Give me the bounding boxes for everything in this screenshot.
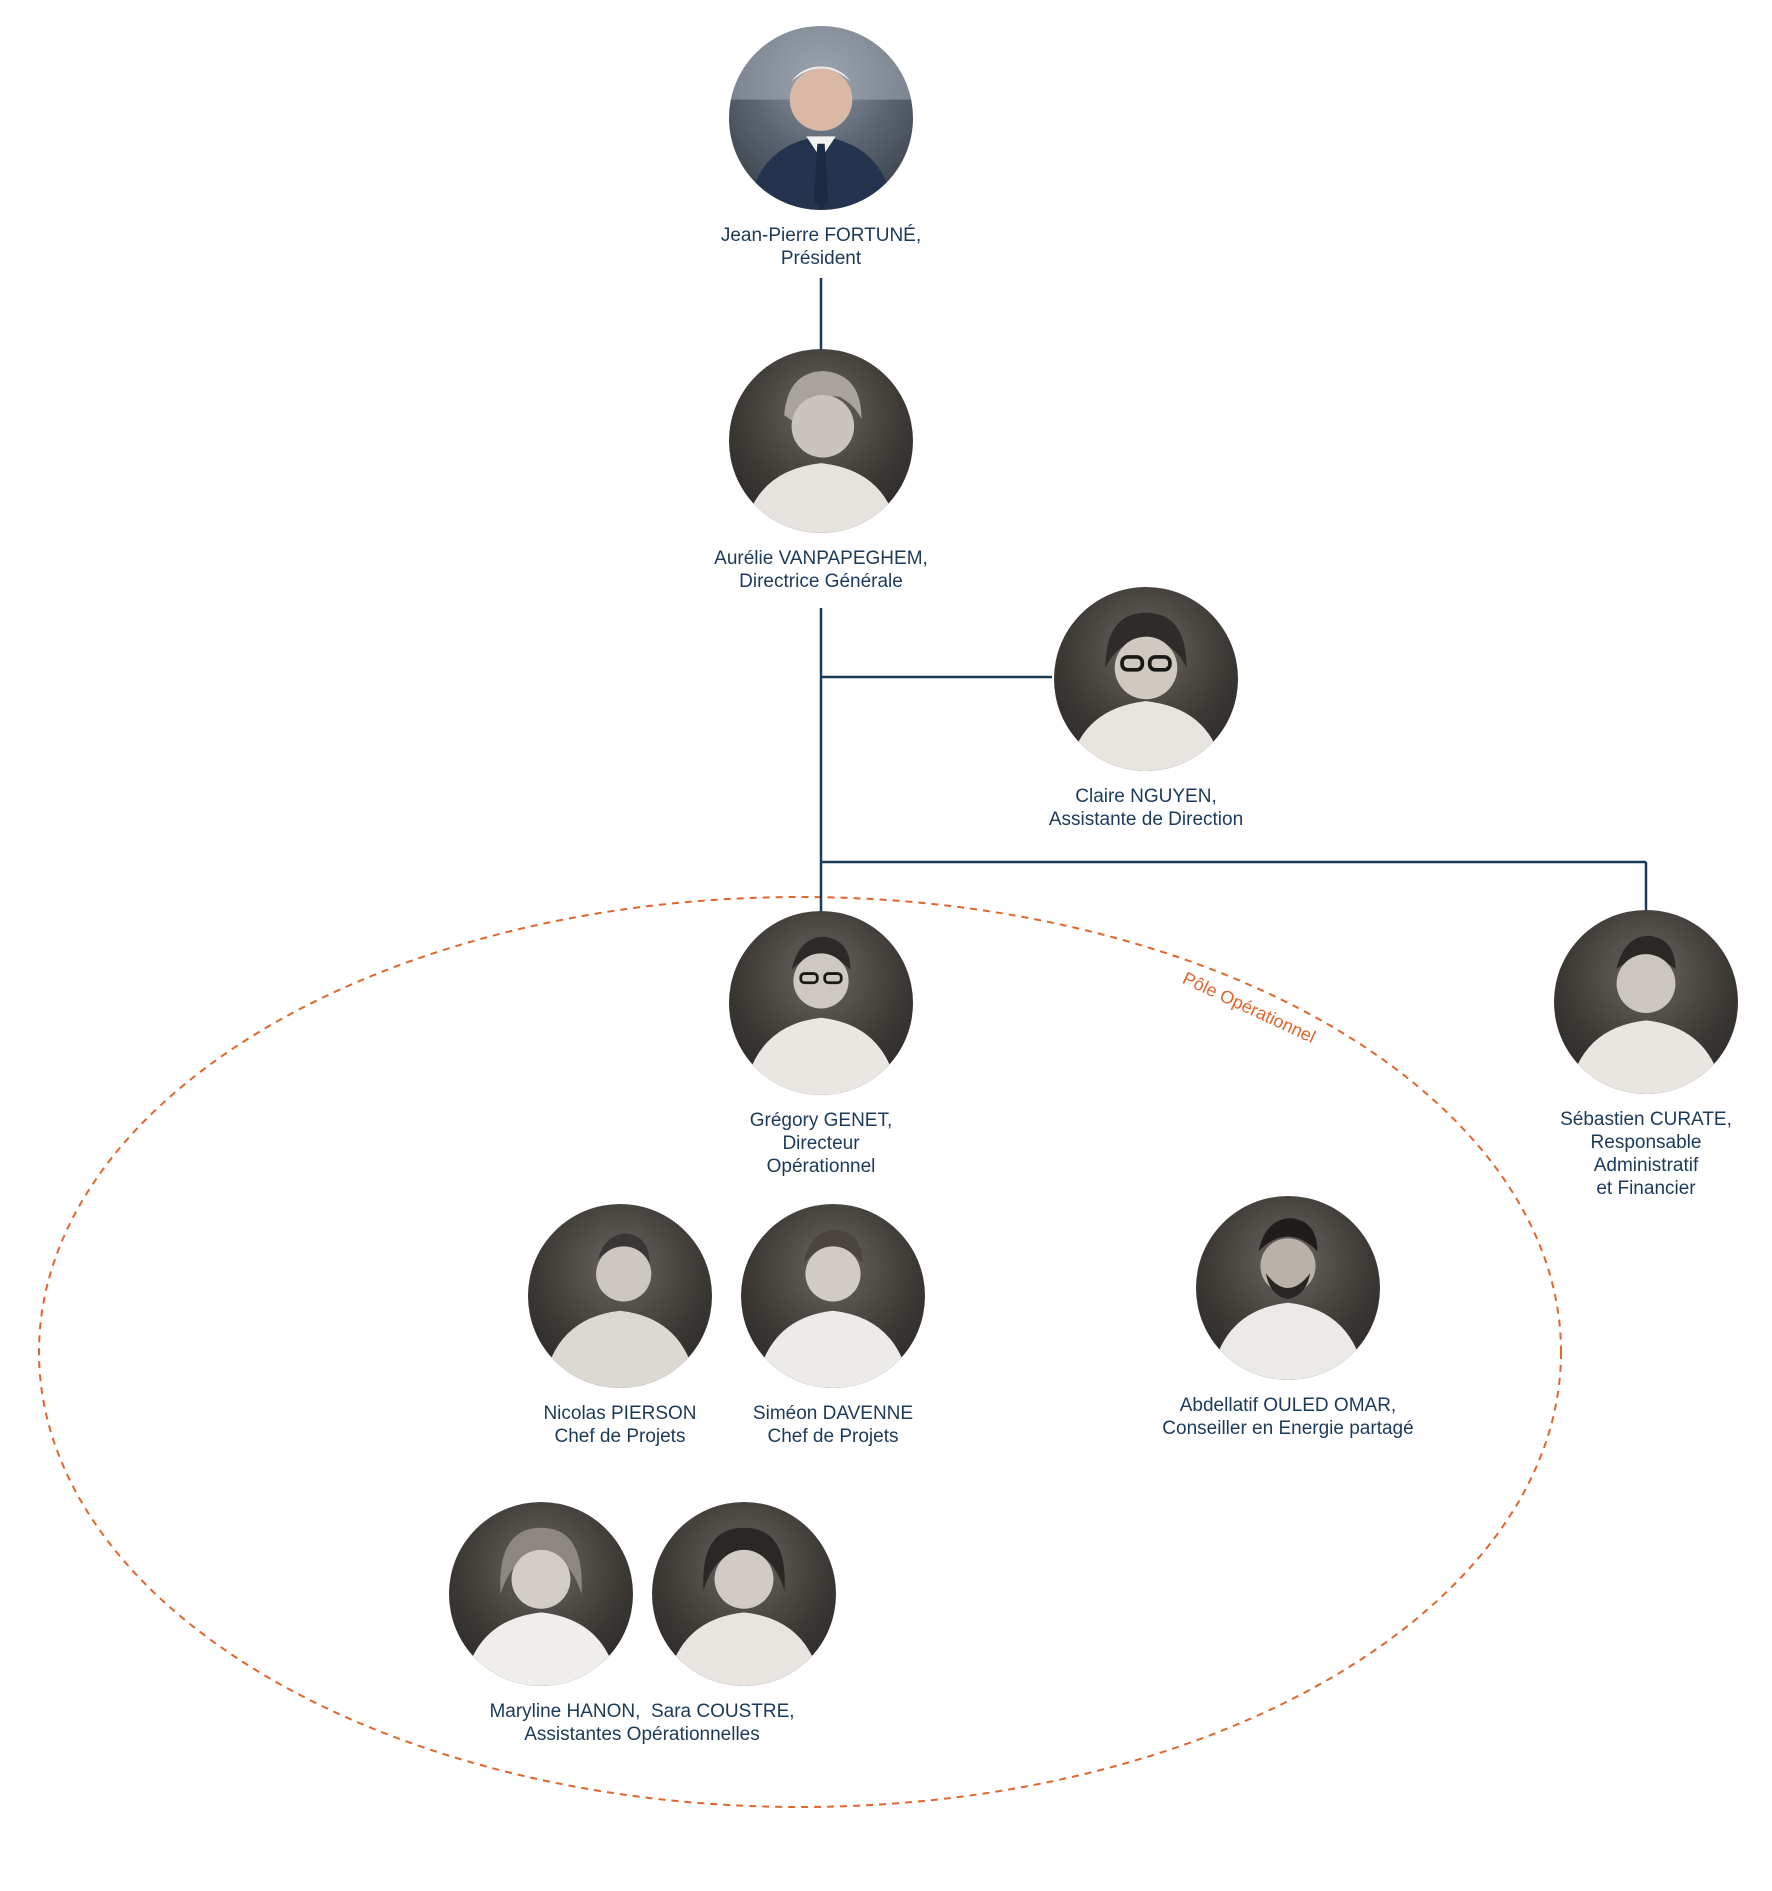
ops-director-role-line2: Opérationnel xyxy=(766,1156,876,1177)
advisor-role: Conseiller en Energie partagé xyxy=(1162,1418,1414,1439)
president-caption: Jean-Pierre FORTUNÉ, Président xyxy=(721,224,921,270)
pm2-photo xyxy=(741,1204,925,1388)
advisor-photo xyxy=(1196,1196,1380,1380)
raf-photo xyxy=(1554,910,1738,1094)
ops-director-role-line1: Directeur xyxy=(782,1133,860,1154)
portrait-icon xyxy=(743,371,899,533)
dg-name: Aurélie VANPAPEGHEM, xyxy=(714,548,928,569)
ops-assistants-names: Maryline HANON, Sara COUSTRE, xyxy=(489,1701,795,1722)
ops-director-photo xyxy=(729,911,913,1095)
ops-director-caption: Grégory GENET, Directeur Opérationnel xyxy=(750,1109,893,1178)
person-president: Jean-Pierre FORTUNÉ, Président xyxy=(667,26,975,270)
portrait-icon xyxy=(1568,935,1724,1094)
ops-assistants-role: Assistantes Opérationnelles xyxy=(524,1724,760,1745)
portrait-icon xyxy=(542,1233,698,1388)
assistant-direction-role: Assistante de Direction xyxy=(1048,809,1244,830)
portrait-icon xyxy=(666,1527,821,1686)
assistant-direction-caption: Claire NGUYEN, Assistante de Direction xyxy=(1049,785,1243,831)
portrait-icon xyxy=(1210,1218,1366,1380)
assistant-direction-photo xyxy=(1054,587,1238,771)
raf-caption: Sébastien CURATE, Responsable Administra… xyxy=(1560,1108,1732,1200)
pm2-caption: Siméon DAVENNE Chef de Projets xyxy=(753,1402,913,1448)
pole-operationnel-outline xyxy=(38,896,1562,1808)
portrait-icon xyxy=(743,936,899,1095)
dg-photo xyxy=(729,349,913,533)
president-role: Président xyxy=(780,248,862,269)
pm1-name: Nicolas PIERSON xyxy=(543,1403,697,1424)
ops-director-name: Grégory GENET, xyxy=(749,1110,893,1131)
raf-role-line3: et Financier xyxy=(1596,1178,1696,1199)
raf-role-line2: Administratif xyxy=(1593,1155,1699,1176)
portrait-icon xyxy=(463,1527,618,1686)
person-dg: Aurélie VANPAPEGHEM, Directrice Générale xyxy=(667,349,975,593)
person-ops-assistants: Maryline HANON, Sara COUSTRE, Assistante… xyxy=(422,1502,862,1746)
portrait-icon xyxy=(755,1229,911,1388)
president-name: Jean-Pierre FORTUNÉ, xyxy=(720,225,922,246)
person-raf: Sébastien CURATE, Responsable Administra… xyxy=(1536,910,1756,1200)
dg-caption: Aurélie VANPAPEGHEM, Directrice Générale xyxy=(714,547,928,593)
advisor-caption: Abdellatif OULED OMAR, Conseiller en Ene… xyxy=(1162,1394,1413,1440)
person-pm2: Siméon DAVENNE Chef de Projets xyxy=(723,1204,943,1448)
raf-role-line1: Responsable xyxy=(1590,1132,1702,1153)
ops-assistant-1-photo xyxy=(448,1502,633,1686)
pm1-photo xyxy=(528,1204,712,1388)
pm2-name: Siméon DAVENNE xyxy=(752,1403,914,1424)
person-advisor: Abdellatif OULED OMAR, Conseiller en Ene… xyxy=(1128,1196,1448,1440)
ops-assistant-2-photo xyxy=(651,1502,836,1686)
pm1-role: Chef de Projets xyxy=(554,1426,686,1447)
ops-assistants-photos xyxy=(448,1502,836,1686)
person-pm1: Nicolas PIERSON Chef de Projets xyxy=(510,1204,730,1448)
advisor-name: Abdellatif OULED OMAR, xyxy=(1179,1395,1397,1416)
dg-role: Directrice Générale xyxy=(739,571,903,592)
pm2-role: Chef de Projets xyxy=(767,1426,899,1447)
pm1-caption: Nicolas PIERSON Chef de Projets xyxy=(543,1402,696,1448)
ops-assistants-caption: Maryline HANON, Sara COUSTRE, Assistante… xyxy=(489,1700,794,1746)
raf-name: Sébastien CURATE, xyxy=(1560,1109,1732,1130)
portrait-icon xyxy=(729,26,913,210)
person-ops-director: Grégory GENET, Directeur Opérationnel xyxy=(667,911,975,1178)
assistant-direction-name: Claire NGUYEN, xyxy=(1075,786,1217,807)
portrait-icon xyxy=(1068,612,1224,771)
person-assistant-direction: Claire NGUYEN, Assistante de Direction xyxy=(1006,587,1286,831)
president-photo xyxy=(729,26,913,210)
